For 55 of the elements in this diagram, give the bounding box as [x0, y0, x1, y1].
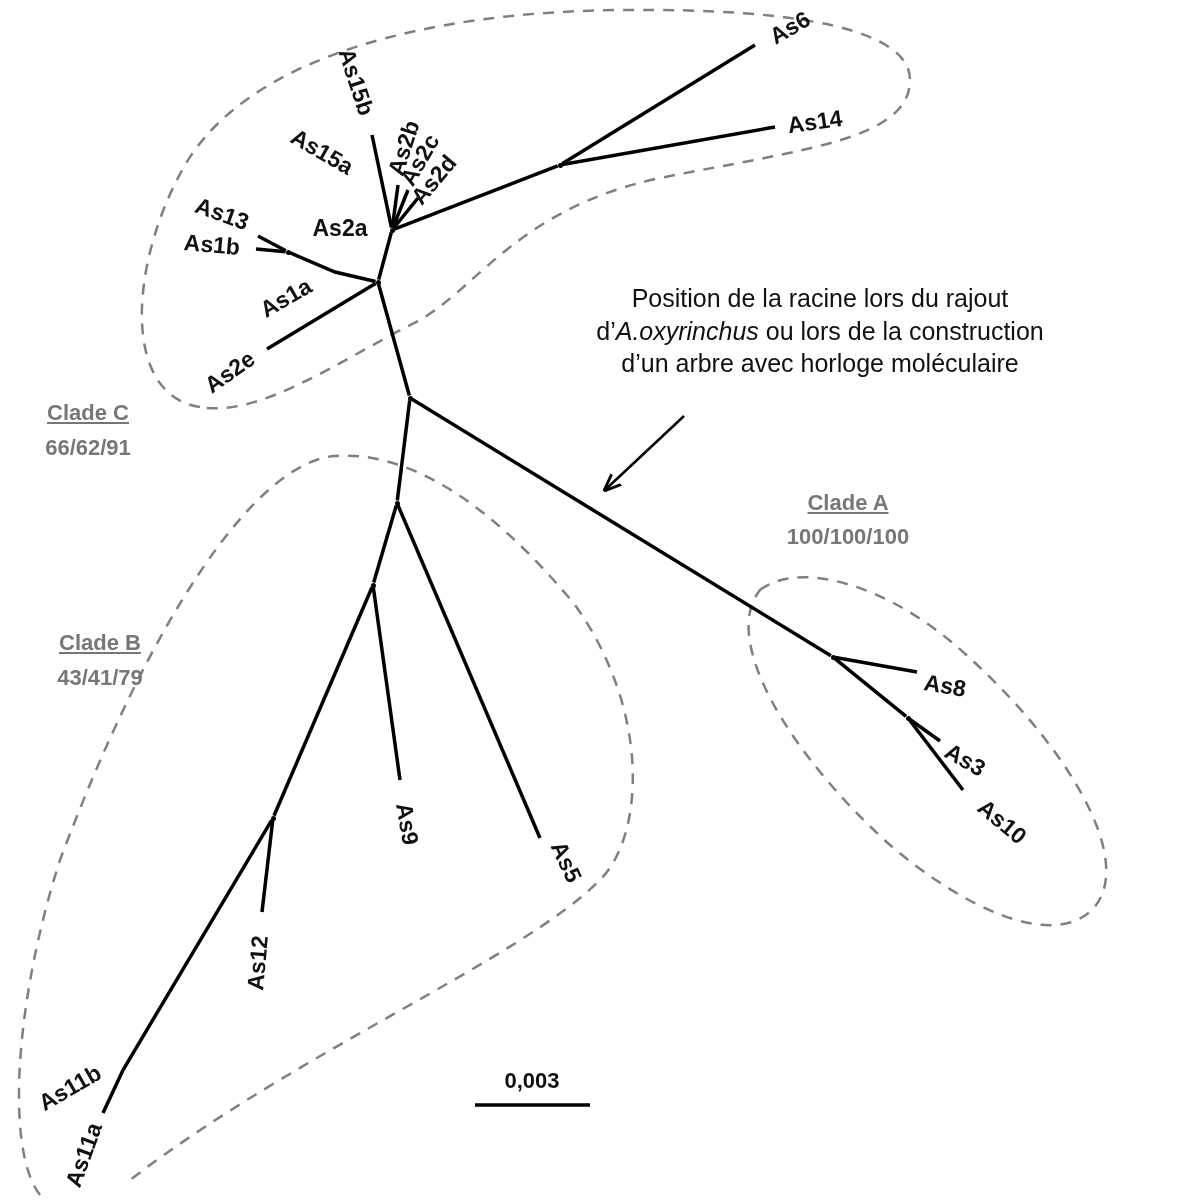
taxon-label: As2a	[312, 216, 368, 240]
tree-branch	[370, 134, 394, 228]
tree-branch	[266, 281, 377, 351]
tree-branch	[376, 283, 412, 397]
branch-node	[905, 715, 911, 721]
tree-branch	[390, 184, 400, 228]
taxon-label: As6	[766, 7, 814, 49]
taxon-label: As14	[786, 106, 844, 138]
tree-branch	[561, 43, 756, 166]
tree-branch	[376, 231, 394, 281]
tree-branch	[371, 587, 402, 781]
tree-branch	[255, 247, 286, 254]
tree-branch	[101, 819, 274, 1114]
taxon-label: As9	[392, 801, 422, 847]
support-values: 66/62/91	[45, 435, 131, 461]
clade-name: Clade B	[59, 630, 141, 656]
branch-node	[394, 500, 400, 506]
branch-node	[285, 249, 291, 255]
branch-node	[557, 162, 563, 168]
tree-branch	[391, 189, 410, 229]
leader-arrow	[602, 415, 685, 493]
tree-branch	[289, 251, 376, 284]
taxon-label: As3	[941, 739, 989, 781]
tree-branch	[396, 504, 542, 839]
support-values: 100/100/100	[786, 524, 910, 550]
taxon-label: As12	[244, 934, 272, 992]
tree-branch	[562, 125, 776, 167]
scale-value: 0,003	[504, 1068, 560, 1094]
clade-name: Clade A	[807, 490, 889, 516]
taxon-label: As8	[922, 671, 968, 701]
tree-branch	[393, 164, 559, 231]
tree-branch	[392, 196, 420, 230]
branch-node	[375, 279, 381, 285]
tree-branch	[833, 657, 908, 718]
tree-branch	[395, 400, 412, 501]
branch-node	[389, 227, 395, 233]
tree-branch	[411, 397, 832, 658]
taxon-label: As1a	[256, 274, 316, 322]
branch-node	[830, 654, 836, 660]
branch-node	[370, 582, 376, 588]
clade-name: Clade C	[47, 400, 129, 426]
tree-branch	[272, 586, 374, 817]
tree-branch	[257, 234, 287, 253]
support-values: 43/41/79	[57, 665, 143, 691]
tree-branch	[909, 718, 942, 743]
annotation-text: Position de la racine lors du rajout d’A.oxyrinchus ou lors de la construction d’un arbre avec horloge moléculaire	[585, 282, 1055, 420]
branch-node	[270, 815, 276, 821]
branch-node	[407, 395, 413, 401]
tree-branch	[260, 820, 275, 913]
tree-branch	[372, 504, 398, 584]
tree-branch	[908, 718, 965, 792]
taxon-label: As5	[546, 838, 586, 886]
taxon-label: As15b	[334, 45, 378, 119]
tree-branch	[835, 655, 918, 674]
taxon-label: As11a	[61, 1119, 107, 1191]
